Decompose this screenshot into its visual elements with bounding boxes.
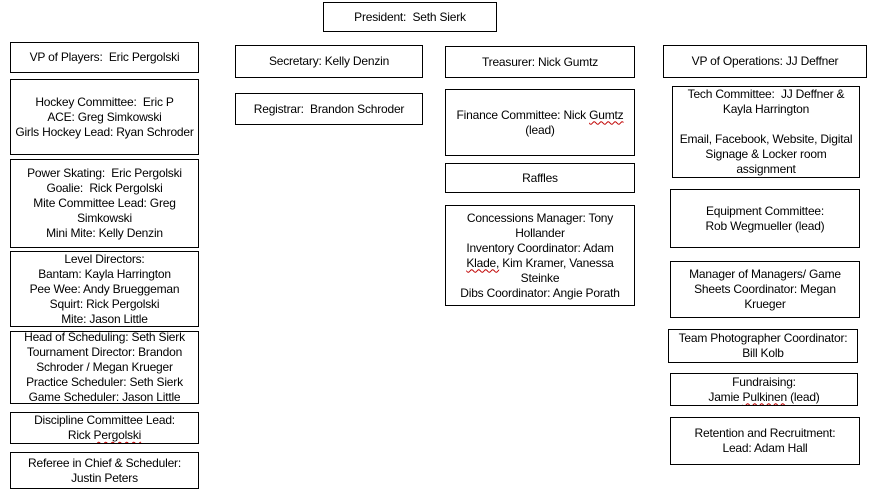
text-segment: (lead): [786, 389, 820, 404]
org-box-line: Signage & Locker room: [705, 147, 827, 161]
org-box-line: Tech Committee: JJ Deffner &: [687, 87, 845, 101]
org-box-line: President: Seth Sierk: [354, 9, 466, 24]
org-box-line: Inventory Coordinator: Adam: [466, 240, 614, 255]
misspelled-word: Klade,: [466, 255, 500, 270]
org-box-fundraising: Fundraising:Jamie Pulkinen (lead): [670, 373, 858, 406]
org-box-line: Mite Committee Lead: Greg: [33, 196, 176, 210]
misspelled-word: Gumtz: [589, 107, 624, 122]
org-box-line: Registrar: Brandon Schroder: [253, 101, 405, 116]
org-box-line: Power Skating: Eric Pergolski: [27, 166, 182, 180]
org-box-line: Practice Scheduler: Seth Sierk: [26, 375, 183, 389]
text-segment: Jamie: [708, 389, 743, 404]
org-box-equipment-committee: Equipment Committee:Rob Wegmueller (lead…: [670, 189, 860, 248]
org-box-raffles: Raffles: [445, 163, 635, 193]
text-segment: Finance Committee: Nick: [456, 107, 590, 122]
org-box-line: VP of Operations: JJ Deffner: [691, 54, 839, 68]
org-box-line: Team Photographer Coordinator:: [678, 331, 848, 345]
org-box-line: Justin Peters: [71, 470, 138, 485]
misspelled-word: Pulkinen: [742, 389, 788, 404]
org-box-line: (lead): [525, 122, 555, 137]
org-box-line: Kayla Harrington: [722, 102, 810, 116]
org-box-line: Bantam: Kayla Harrington: [38, 266, 171, 281]
org-box-line: Mini Mite: Kelly Denzin: [46, 226, 163, 240]
org-box-line: Rob Wegmueller (lead): [705, 218, 825, 233]
org-box-line: Equipment Committee:: [705, 203, 825, 218]
org-box-referee: Referee in Chief & Scheduler:Justin Pete…: [10, 452, 199, 489]
org-box-line: Level Directors:: [64, 251, 145, 266]
org-box-president: President: Seth Sierk: [323, 2, 497, 32]
org-box-line: Secretary: Kelly Denzin: [268, 54, 390, 68]
org-box-line: Game Scheduler: Jason Little: [28, 390, 181, 404]
text-segment: Kim Kramer, Vanessa: [499, 255, 614, 270]
org-box-line: ACE: Greg Simkowski: [47, 109, 162, 124]
org-box-line: Squirt: Rick Pergolski: [49, 296, 160, 311]
org-box-line: VP of Players: Eric Pergolski: [29, 50, 180, 64]
org-box-line: Dibs Coordinator: Angie Porath: [460, 285, 620, 300]
org-box-line: Sheets Coordinator: Megan: [694, 282, 836, 296]
org-box-tech-committee: Tech Committee: JJ Deffner &Kayla Harrin…: [672, 86, 860, 178]
text-segment: Rick: [67, 428, 94, 442]
org-box-line: Manager of Managers/ Game: [689, 267, 841, 281]
org-box-line: Klade, Kim Kramer, Vanessa: [466, 255, 614, 271]
org-box-line: Rick Pergolski: [68, 428, 141, 443]
org-box-line: Concessions Manager: Tony: [466, 210, 614, 225]
org-box-secretary: Secretary: Kelly Denzin: [235, 45, 423, 78]
org-box-treasurer: Treasurer: Nick Gumtz: [445, 46, 635, 78]
org-box-line: Jamie Pulkinen (lead): [708, 390, 819, 405]
org-box-line: Tournament Director: Brandon: [26, 345, 183, 359]
org-box-line: Finance Committee: Nick Gumtz: [457, 108, 624, 123]
org-box-line: Fundraising:: [732, 374, 796, 389]
org-box-retention-recruitment: Retention and Recruitment:Lead: Adam Hal…: [670, 417, 860, 465]
org-box-line: Hollander: [515, 225, 565, 240]
org-box-line: Mite: Jason Little: [61, 311, 148, 326]
org-box-line: Treasurer: Nick Gumtz: [481, 54, 599, 69]
org-box-registrar: Registrar: Brandon Schroder: [235, 93, 423, 125]
org-box-line: Bill Kolb: [742, 346, 784, 360]
org-box-vp-operations: VP of Operations: JJ Deffner: [663, 45, 867, 78]
org-box-level-directors: Level Directors:Bantam: Kayla Harrington…: [10, 251, 199, 327]
org-box-line: Pee Wee: Andy Brueggeman: [29, 281, 180, 296]
org-box-line: assignment: [736, 162, 796, 176]
org-box-line: Steinke: [520, 270, 560, 285]
org-box-line: Simkowski: [77, 211, 132, 225]
org-box-line: Retention and Recruitment:: [694, 426, 836, 440]
org-box-finance-committee: Finance Committee: Nick Gumtz(lead): [445, 89, 635, 156]
org-box-line: Goalie: Rick Pergolski: [46, 181, 163, 195]
org-box-line: Discipline Committee Lead:: [34, 413, 175, 427]
org-box-line: Raffles: [522, 170, 558, 185]
org-box-line: Referee in Chief & Scheduler:: [28, 455, 181, 470]
org-box-line: Lead: Adam Hall: [722, 441, 808, 455]
org-box-line: Email, Facebook, Website, Digital: [679, 132, 853, 146]
org-box-line: Hockey Committee: Eric P: [35, 94, 174, 109]
org-box-line: Krueger: [744, 297, 786, 311]
misspelled-word: Pergolski: [93, 428, 142, 442]
org-box-line: Schroder / Megan Krueger: [36, 360, 173, 374]
org-box-line: Girls Hockey Lead: Ryan Schroder: [15, 124, 194, 139]
org-box-line: Head of Scheduling: Seth Sierk: [24, 331, 185, 344]
org-box-discipline: Discipline Committee Lead:Rick Pergolski: [10, 412, 199, 444]
org-box-team-photographer: Team Photographer Coordinator:Bill Kolb: [668, 329, 858, 363]
org-box-vp-players: VP of Players: Eric Pergolski: [10, 42, 199, 73]
